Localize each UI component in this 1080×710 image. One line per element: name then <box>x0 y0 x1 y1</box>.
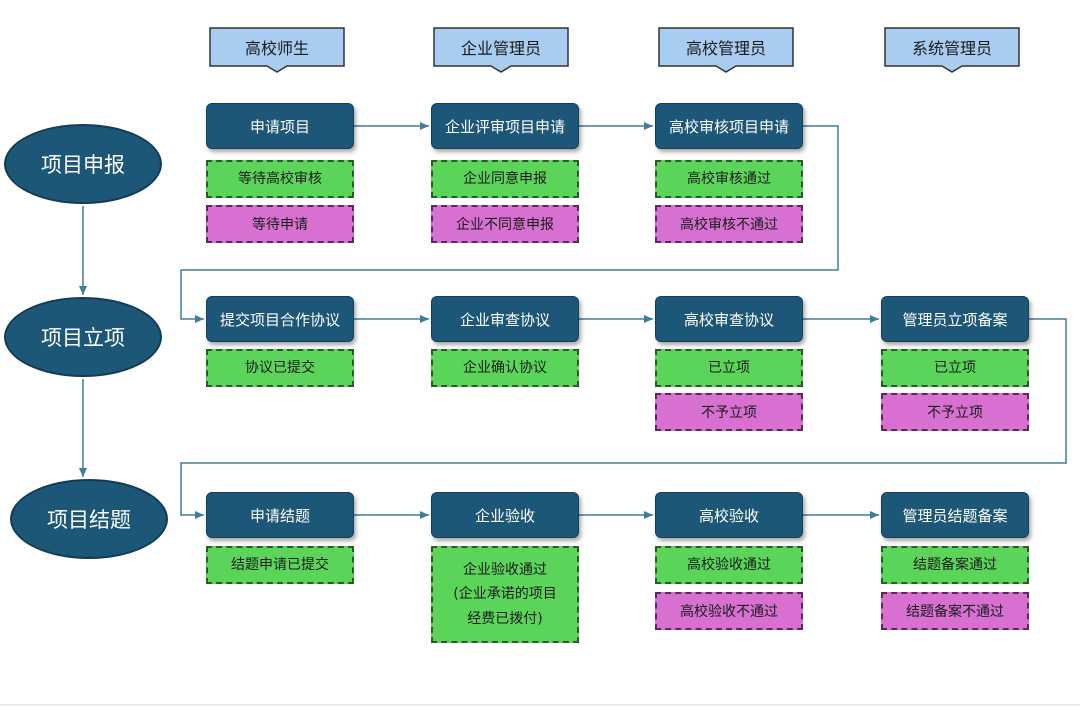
result-approve: 高校审核通过 <box>655 160 803 198</box>
step-university-check-agreement: 高校审查协议 <box>655 296 803 342</box>
role-enterprise-admin: 企业管理员 <box>430 26 572 73</box>
result-reject: 高校验收不通过 <box>655 592 803 630</box>
result-reject: 企业不同意申报 <box>431 205 579 243</box>
result-approve: 已立项 <box>655 349 803 387</box>
result-approve: 高校验收通过 <box>655 546 803 584</box>
phase-apply: 项目申报 <box>4 124 162 204</box>
result-reject: 不予立项 <box>881 393 1029 431</box>
step-university-acceptance: 高校验收 <box>655 492 803 538</box>
role-system-admin-label: 系统管理员 <box>911 39 992 58</box>
role-enterprise-admin-label: 企业管理员 <box>460 39 541 58</box>
flow-arrow <box>180 125 839 323</box>
result-approve: 等待高校审核 <box>206 160 354 198</box>
role-student: 高校师生 <box>206 26 348 73</box>
step-enterprise-check-agreement: 企业审查协议 <box>431 296 579 342</box>
result-approve: 企业确认协议 <box>431 349 579 387</box>
role-university-admin: 高校管理员 <box>655 26 797 73</box>
result-reject: 等待申请 <box>206 205 354 243</box>
role-student-label: 高校师生 <box>244 39 309 58</box>
role-university-admin-label: 高校管理员 <box>685 39 766 58</box>
step-apply-conclusion: 申请结题 <box>206 492 354 538</box>
step-apply-project: 申请项目 <box>206 103 354 149</box>
step-admin-conclusion-record: 管理员结题备案 <box>881 492 1029 538</box>
phase-approve: 项目立项 <box>4 297 162 377</box>
result-approve: 协议已提交 <box>206 349 354 387</box>
step-enterprise-acceptance: 企业验收 <box>431 492 579 538</box>
result-approve: 企业验收通过 (企业承诺的项目 经费已拨付) <box>431 546 579 643</box>
result-approve: 已立项 <box>881 349 1029 387</box>
result-approve: 企业同意申报 <box>431 160 579 198</box>
phase-conclude: 项目结题 <box>10 479 168 559</box>
flow-arrow <box>180 318 1067 519</box>
role-system-admin: 系统管理员 <box>881 26 1023 73</box>
result-reject: 不予立项 <box>655 393 803 431</box>
step-enterprise-review: 企业评审项目申请 <box>431 103 579 149</box>
result-reject: 高校审核不通过 <box>655 205 803 243</box>
result-reject: 结题备案不通过 <box>881 592 1029 630</box>
step-submit-agreement: 提交项目合作协议 <box>206 296 354 342</box>
step-admin-approval-record: 管理员立项备案 <box>881 296 1029 342</box>
result-approve: 结题备案通过 <box>881 546 1029 584</box>
step-university-review: 高校审核项目申请 <box>655 103 803 149</box>
result-approve: 结题申请已提交 <box>206 546 354 584</box>
bottom-divider <box>0 704 1080 706</box>
